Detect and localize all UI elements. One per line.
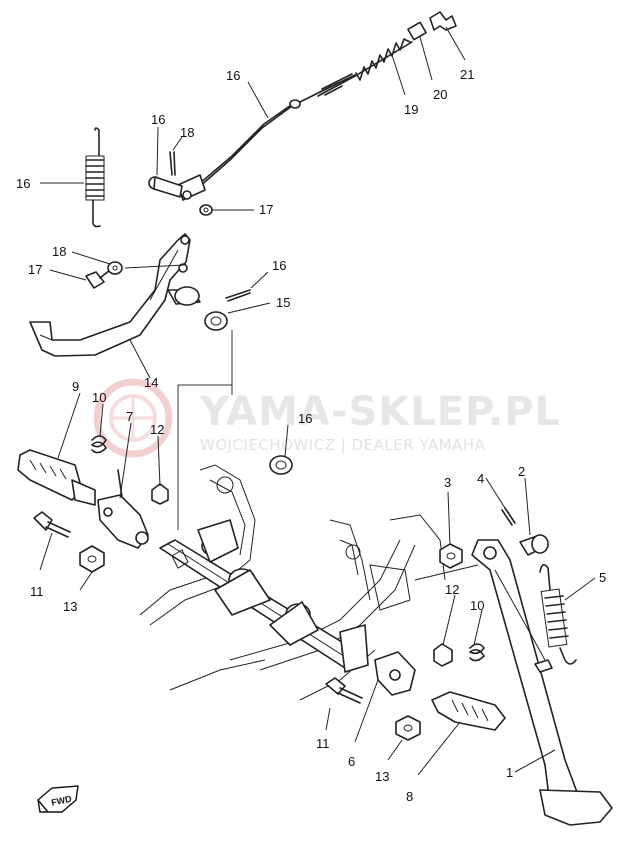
callout-8: 8	[406, 789, 413, 804]
callout-19: 18	[52, 244, 66, 259]
wing-nut-26	[429, 11, 457, 31]
callout-11-left: 11	[30, 584, 44, 599]
cotter-pin-16	[225, 289, 251, 302]
nut-13-right	[395, 715, 421, 741]
callout-7: 7	[126, 409, 133, 424]
nut-12-right	[433, 643, 453, 667]
callout-23: 18	[180, 125, 194, 140]
brake-rod-20	[177, 73, 356, 201]
callout-22: 17	[259, 202, 273, 217]
callout-9: 9	[72, 379, 79, 394]
callout-3: 3	[444, 475, 451, 490]
nut-3	[439, 543, 463, 569]
callout-4: 4	[477, 471, 484, 486]
callout-26: 21	[460, 67, 474, 82]
callout-12-left: 12	[150, 422, 164, 437]
adjuster-nut-25	[407, 21, 427, 41]
callout-12-right: 12	[445, 582, 459, 597]
callout-5: 5	[599, 570, 606, 585]
callout-21: 16	[151, 112, 165, 127]
footrest-spring-10-right	[469, 643, 485, 662]
callout-1: 1	[506, 765, 513, 780]
return-spring-17	[85, 127, 105, 228]
callout-17: 16	[16, 176, 30, 191]
brake-pedal-14	[29, 233, 201, 357]
callout-16: 16	[272, 258, 286, 273]
callout-15-upper: 15	[276, 295, 290, 310]
watermark-logo-icon	[93, 378, 173, 458]
clevis-pin-21	[148, 176, 183, 198]
callout-13-left: 13	[63, 599, 77, 614]
callout-10-left: 10	[92, 390, 106, 405]
oil-seal-15-lower	[269, 455, 293, 475]
brake-rod-spring-24	[354, 38, 413, 81]
cotter-pin-4	[501, 507, 516, 526]
callout-labels: 16 19 20 21 16 18 17 16 18 17 16 15 14 1…	[16, 67, 606, 804]
side-stand-1	[471, 539, 613, 826]
oil-seal-15-upper	[204, 311, 228, 331]
callout-20: 16	[226, 68, 240, 83]
stand-spring-5	[534, 564, 577, 673]
bolt-18	[85, 269, 111, 289]
fwd-direction-badge: FWD	[37, 785, 79, 813]
callout-14: 14	[144, 375, 158, 390]
fwd-label: FWD	[50, 794, 73, 808]
pivot-shaft	[159, 519, 369, 673]
callout-11-right: 11	[316, 736, 330, 751]
callout-25: 20	[433, 87, 447, 102]
nut-12-left	[151, 483, 169, 505]
watermark-tagline: WOJCIECHOWICZ | DEALER YAMAHA	[200, 436, 486, 454]
cotter-pin-23	[169, 151, 176, 176]
bolt-11-left	[33, 511, 71, 538]
nut-13-left	[79, 545, 105, 573]
washer-22	[199, 204, 213, 216]
callout-15-lower: 16	[298, 411, 312, 426]
pivot-bolt-2	[519, 534, 549, 556]
leader-lines	[39, 26, 596, 776]
footrest-9	[17, 449, 96, 506]
bolt-11-right	[325, 677, 363, 704]
callout-10-right: 10	[470, 598, 484, 613]
callout-24: 19	[404, 102, 418, 117]
footrest-8	[431, 691, 506, 731]
footrest-bracket-6	[374, 651, 416, 696]
callout-2: 2	[518, 464, 525, 479]
nut-19	[107, 261, 123, 275]
callout-6: 6	[348, 754, 355, 769]
callout-13-right: 13	[375, 769, 389, 784]
watermark: YAMA-SKLEP.PL WOJCIECHOWICZ | DEALER YAM…	[93, 378, 561, 458]
footrest-spring-10-left	[91, 435, 107, 454]
callout-18: 17	[28, 262, 42, 277]
watermark-brand: YAMA-SKLEP.PL	[199, 389, 561, 435]
footrest-bracket-7	[97, 469, 149, 549]
